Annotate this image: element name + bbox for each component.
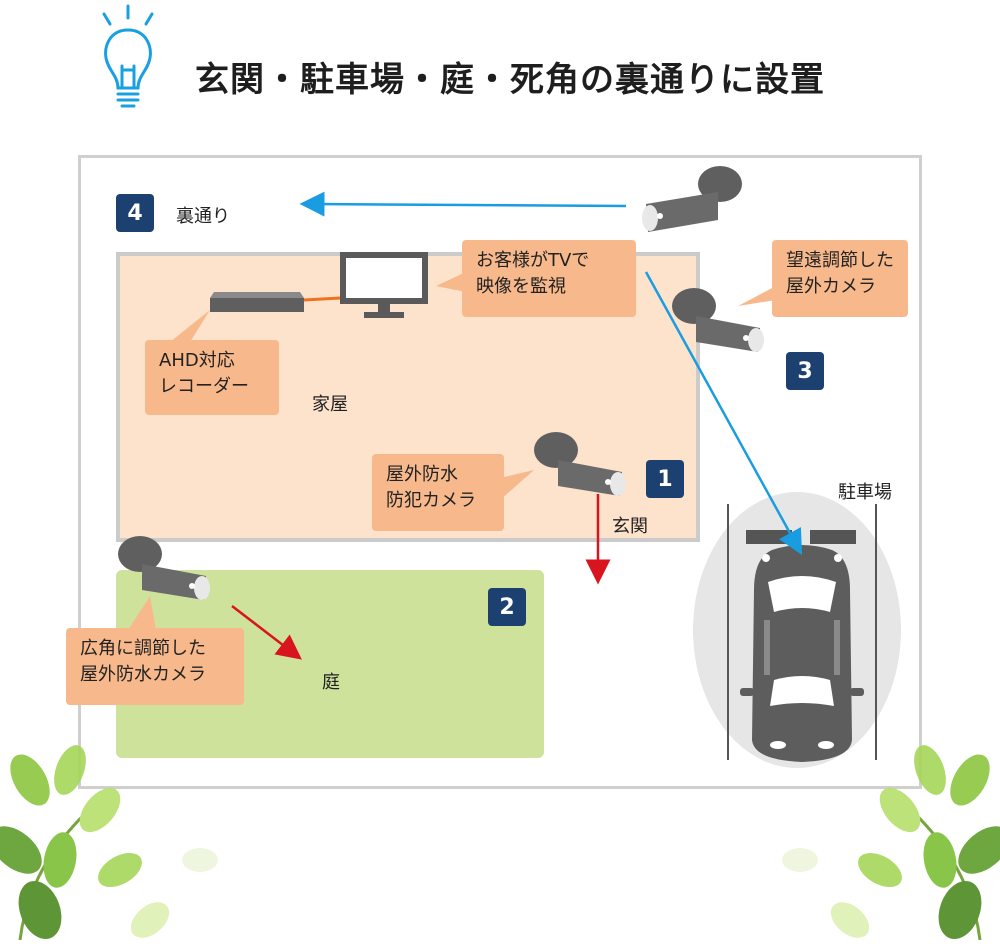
- badge-1: 1: [646, 460, 684, 498]
- waterproof-camera-bubble: 屋外防水 防犯カメラ: [372, 454, 504, 531]
- parking-label: 駐車場: [838, 482, 892, 503]
- back-street-label: 裏通り: [176, 206, 230, 227]
- garden-label: 庭: [322, 672, 340, 693]
- recorder-bubble: AHD対応 レコーダー: [145, 340, 279, 415]
- telephoto-camera-bubble: 望遠調節した 屋外カメラ: [772, 240, 908, 317]
- camera-icon: [642, 166, 742, 232]
- wide-camera-bubble: 広角に調節した 屋外防水カメラ: [66, 628, 244, 705]
- page-title: 玄関・駐車場・庭・死角の裏通りに設置: [195, 60, 825, 100]
- parking-view-arrow: [644, 271, 803, 555]
- recorder-cable: [303, 296, 341, 302]
- leaf-icon: [782, 745, 1000, 941]
- badge-4: 4: [116, 194, 154, 232]
- car-icon: [740, 545, 864, 762]
- monitor-icon: [340, 252, 428, 318]
- badge-2: 2: [488, 588, 526, 626]
- camera-icon: [118, 536, 210, 600]
- back-street-arrow: [299, 191, 627, 217]
- entrance-label: 玄関: [612, 516, 648, 537]
- badge-3: 3: [786, 352, 824, 390]
- recorder-icon: [210, 292, 304, 312]
- garden-arrow: [231, 605, 302, 660]
- camera-icon: [534, 432, 626, 496]
- house-label: 家屋: [312, 394, 348, 415]
- camera-icon: [672, 288, 764, 352]
- light-bulb-icon: [102, 4, 154, 108]
- tv-bubble: お客様がTVで 映像を監視: [462, 240, 636, 317]
- leaf-icon: [0, 745, 218, 941]
